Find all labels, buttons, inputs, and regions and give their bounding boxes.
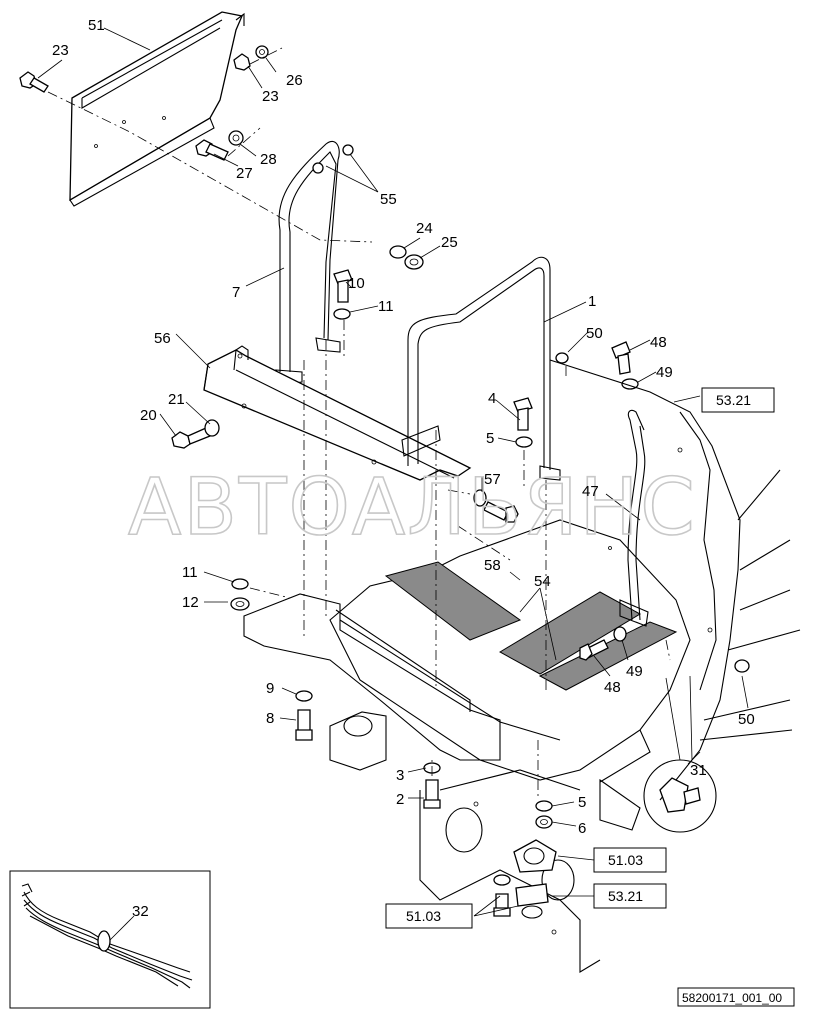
drain-valve-detail-31 [643,675,717,833]
washer-24 [389,245,407,259]
bolt-10 [333,269,353,303]
ref-box-53-21-top: 53.21 [701,387,775,413]
cap-50-lower [734,659,750,673]
cab-body [549,359,801,801]
callout-12: 12 [182,594,199,611]
callout-49: 49 [656,364,673,381]
callout-32: 32 [132,903,149,920]
callout-48: 48 [650,334,667,351]
callout-31: 31 [690,762,707,779]
drawing-code-box: 58200171_001_00 [677,987,795,1007]
rubber-mount-lower [515,883,549,919]
callout-5: 5 [578,794,586,811]
ref-53-21: 53.21 [608,888,643,904]
nut-6 [535,815,553,829]
callout-47: 47 [582,483,599,500]
callout-1: 1 [588,293,596,310]
bolt-20 [171,427,211,449]
ref-box-51-03-right: 51.03 [593,847,667,873]
callout-48: 48 [604,679,621,696]
bolt-23-right [233,53,251,71]
callout-51: 51 [88,17,105,34]
ref-box-51-03-left: 51.03 [385,903,473,929]
callout-23: 23 [52,42,69,59]
callout-2: 2 [396,791,404,808]
rubber-mount-upper [513,839,557,873]
callout-54: 54 [534,573,551,590]
bolt-48-top [611,341,631,375]
washer-11-top [333,308,351,320]
callout-4: 4 [488,390,496,407]
ref-53-21: 53.21 [716,392,751,408]
callout-26: 26 [286,72,303,89]
leader-lines [37,27,749,941]
callout-6: 6 [578,820,586,837]
callout-28: 28 [260,151,277,168]
callout-50: 50 [738,711,755,728]
washer-5-top [515,436,533,448]
anti-slip-pads-54 [384,561,678,691]
bolt-58 [483,501,519,523]
cross-beam-56 [203,345,472,481]
callout-9: 9 [266,680,274,697]
nut-26 [255,45,269,59]
bolt-8 [295,709,313,741]
ref-51-03: 51.03 [608,852,643,868]
callout-57: 57 [484,471,501,488]
bolt-48-lower [579,639,609,661]
callout-24: 24 [416,220,433,237]
callout-3: 3 [396,767,404,784]
bolt-lower [493,893,511,917]
panel-51 [69,11,245,207]
drawing-code: 58200171_001_00 [682,991,782,1005]
washer-49-lower [613,626,627,642]
handrail-47 [619,409,649,627]
callout-11: 11 [378,298,394,315]
washer-21 [204,419,220,437]
harness-detail-32 [9,870,211,1009]
callout-27: 27 [236,165,253,182]
callout-49: 49 [626,663,643,680]
washer-28 [228,130,244,146]
callout-10: 10 [348,275,365,292]
callout-5: 5 [486,430,494,447]
callout-25: 25 [441,234,458,251]
bolt-2 [423,779,441,809]
washer-11-left [231,578,249,590]
ref-box-53-21-right: 53.21 [593,883,667,909]
watermark-text: АВТОАЛЬЯНС [128,463,697,553]
nut-25 [404,254,424,270]
cap-50-top [555,352,569,364]
bolt-23-left [19,71,49,93]
nut-12 [230,597,250,611]
callout-11: 11 [182,564,198,581]
handrail-1 [401,256,561,481]
callout-56: 56 [154,330,171,347]
ref-51-03: 51.03 [406,908,441,924]
callout-labels: 51 23 23 26 28 27 55 24 25 7 10 11 1 56 … [52,17,755,920]
callout-50: 50 [586,325,603,342]
frame-lower [243,593,641,973]
washer-57 [473,489,487,507]
callout-21: 21 [168,391,185,408]
handrail-7 [275,140,341,385]
bolt-27 [195,139,229,161]
callout-55: 55 [380,191,397,208]
washer-9 [295,690,313,702]
cap-55 [312,144,354,174]
callout-58: 58 [484,557,501,574]
callout-23: 23 [262,88,279,105]
bolt-4 [513,397,533,431]
callout-7: 7 [232,284,240,301]
callout-8: 8 [266,710,274,727]
callout-20: 20 [140,407,157,424]
washer-lower [493,874,511,886]
washer-5-lower [535,800,553,812]
